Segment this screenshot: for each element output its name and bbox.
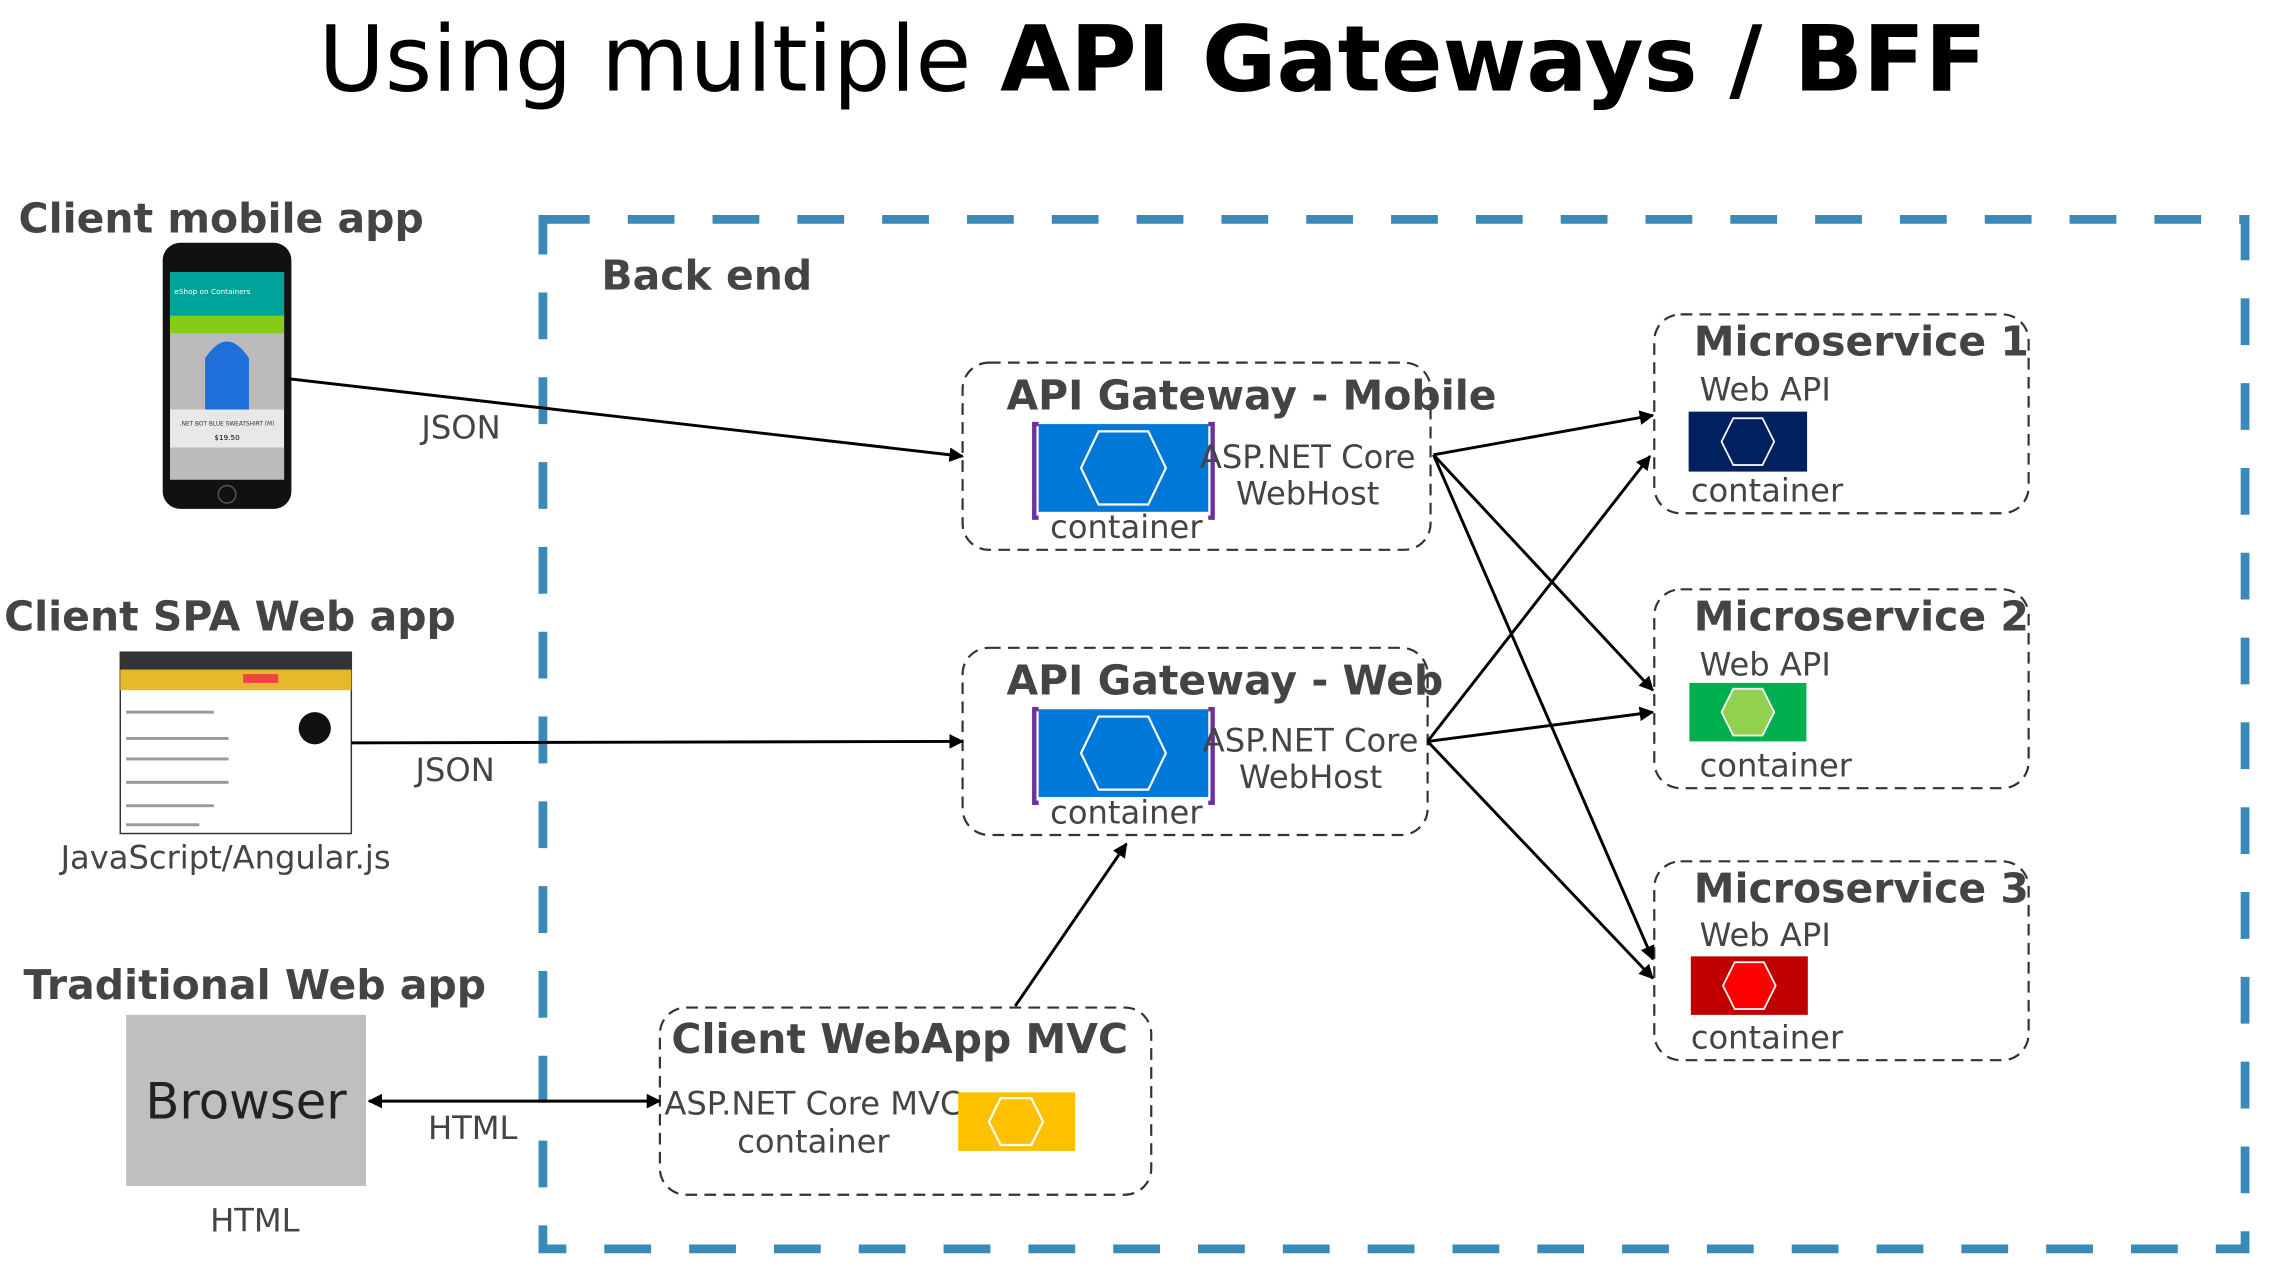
browser-caption: HTML (210, 1201, 300, 1239)
svg-text:.NET BOT BLUE SWEATSHIRT (M): .NET BOT BLUE SWEATSHIRT (M) (180, 422, 275, 428)
backend-region (538, 214, 2250, 1254)
svg-text:Microservice 1: Microservice 1 (1694, 317, 2029, 365)
gateway-web: API Gateway - Web ASP.NET Core WebHost c… (961, 646, 1443, 837)
hexagon-icon (1079, 430, 1168, 506)
container-icon (1038, 709, 1209, 797)
backend-label: Back end (601, 252, 812, 300)
svg-text:container: container (1691, 472, 1844, 510)
svg-text:container: container (1691, 1018, 1844, 1056)
svg-text:container: container (1050, 508, 1203, 546)
traditional-client-title: Traditional Web app (24, 961, 487, 1009)
hexagon-icon (1079, 715, 1168, 791)
page-title: Using multiple API Gateways / BFF (319, 8, 1987, 113)
svg-text:ASP.NET Core: ASP.NET Core (1203, 722, 1419, 760)
arrow-mobile-to-gateway (288, 377, 965, 463)
arrow (1433, 410, 1655, 457)
svg-text:container: container (1050, 793, 1203, 831)
html-protocol-label: HTML (428, 1109, 518, 1147)
phone-image: eShop on Containers .NET BOT BLUE SWEATS… (162, 242, 292, 509)
arrow (1432, 453, 1654, 692)
arrow (1426, 455, 1652, 743)
arrow (1427, 706, 1655, 743)
mobile-protocol-label: JSON (419, 409, 500, 447)
arrow-mvc-to-gateway (1014, 842, 1128, 1007)
svg-text:Client WebApp MVC: Client WebApp MVC (671, 1015, 1128, 1063)
svg-text:Microservice 3: Microservice 3 (1694, 864, 2029, 912)
hexagon-icon (987, 1097, 1045, 1147)
svg-text:API Gateway - Web: API Gateway - Web (1006, 657, 1443, 705)
svg-text:eShop on Containers: eShop on Containers (174, 287, 250, 296)
container-icon (958, 1092, 1076, 1151)
spa-caption: JavaScript/Angular.js (59, 839, 391, 877)
svg-text:ASP.NET Core: ASP.NET Core (1200, 438, 1416, 476)
svg-text:Web API: Web API (1700, 916, 1831, 954)
svg-text:$19.50: $19.50 (214, 433, 240, 442)
hexagon-icon (1720, 687, 1776, 737)
arrow (1432, 454, 1655, 961)
gateway-mobile: API Gateway - Mobile ASP.NET Core WebHos… (961, 361, 1497, 551)
svg-text:Microservice 2: Microservice 2 (1694, 592, 2029, 640)
container-icon (1688, 411, 1808, 472)
microservice-2: Microservice 2 Web API container (1653, 588, 2030, 790)
browser-box (126, 1014, 366, 1186)
svg-text:ASP.NET Core MVC: ASP.NET Core MVC (664, 1084, 962, 1122)
microservice-3: Microservice 3 Web API container (1653, 860, 2030, 1062)
svg-text:Web API: Web API (1700, 646, 1831, 684)
svg-text:WebHost: WebHost (1236, 475, 1379, 513)
spa-screenshot (119, 651, 353, 835)
svg-text:container: container (737, 1122, 890, 1160)
connectors (288, 377, 1655, 1109)
svg-text:API Gateway - Mobile: API Gateway - Mobile (1006, 371, 1496, 419)
container-icon (1038, 424, 1209, 512)
mobile-client-title: Client mobile app (19, 195, 424, 243)
mvc-webapp: Client WebApp MVC ASP.NET Core MVC conta… (658, 1006, 1153, 1196)
svg-text:WebHost: WebHost (1239, 758, 1382, 796)
svg-text:container: container (1700, 746, 1853, 784)
arrow-spa-to-gateway (351, 734, 965, 749)
svg-text:Web API: Web API (1700, 371, 1831, 409)
browser-label: Browser (145, 1073, 347, 1131)
spa-client-title: Client SPA Web app (4, 592, 456, 640)
arrow (1426, 740, 1654, 980)
microservice-1: Microservice 1 Web API container (1653, 313, 2030, 515)
spa-protocol-label: JSON (414, 751, 495, 789)
hexagon-icon (1720, 417, 1776, 466)
hexagon-icon (1722, 961, 1777, 1010)
